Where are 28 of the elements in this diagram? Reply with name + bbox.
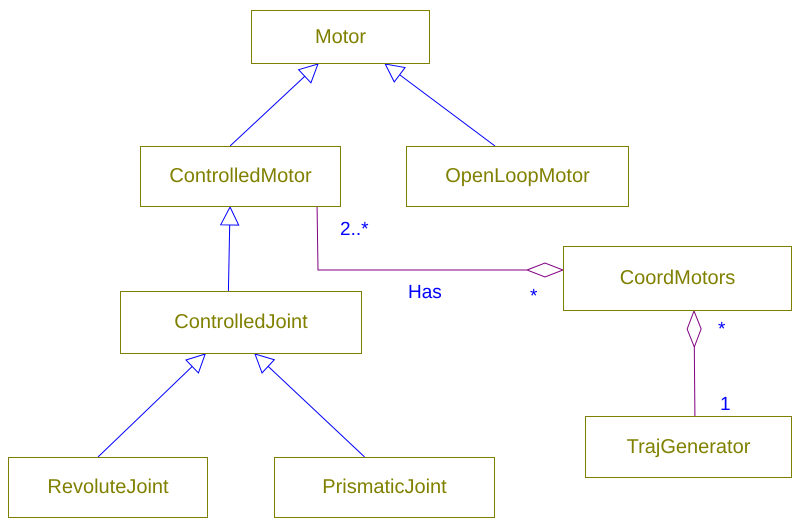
class-name: ControlledMotor (169, 165, 312, 188)
multiplicity-label: 1 (720, 395, 731, 414)
class-box (8, 457, 208, 518)
class-box (563, 246, 792, 311)
class-box (585, 416, 792, 478)
class-box (406, 146, 629, 207)
class-name: OpenLoopMotor (445, 165, 590, 188)
inheritance-arrow (254, 354, 366, 458)
class-name: CoordMotors (620, 267, 736, 290)
multiplicity-label: 2..* (340, 220, 369, 239)
class-name: TrajGenerator (626, 436, 750, 458)
aggregation-line (316, 206, 564, 278)
class-box (120, 291, 362, 354)
inheritance-arrow (98, 354, 206, 458)
multiplicity-label: * (718, 320, 726, 339)
edge-label: Has (408, 283, 442, 302)
class-box (140, 146, 341, 207)
class-name: RevoluteJoint (47, 476, 169, 499)
aggregation-line (686, 310, 702, 416)
class-name: Motor (314, 26, 366, 48)
multiplicity-label: * (530, 287, 538, 306)
class-name: ControlledJoint (174, 311, 308, 334)
inheritance-arrow (384, 64, 496, 146)
inheritance-arrow (220, 206, 240, 292)
class-box (251, 10, 430, 64)
class-name: PrismaticJoint (322, 476, 447, 499)
inheritance-arrow (230, 64, 318, 146)
class-box (274, 457, 495, 518)
